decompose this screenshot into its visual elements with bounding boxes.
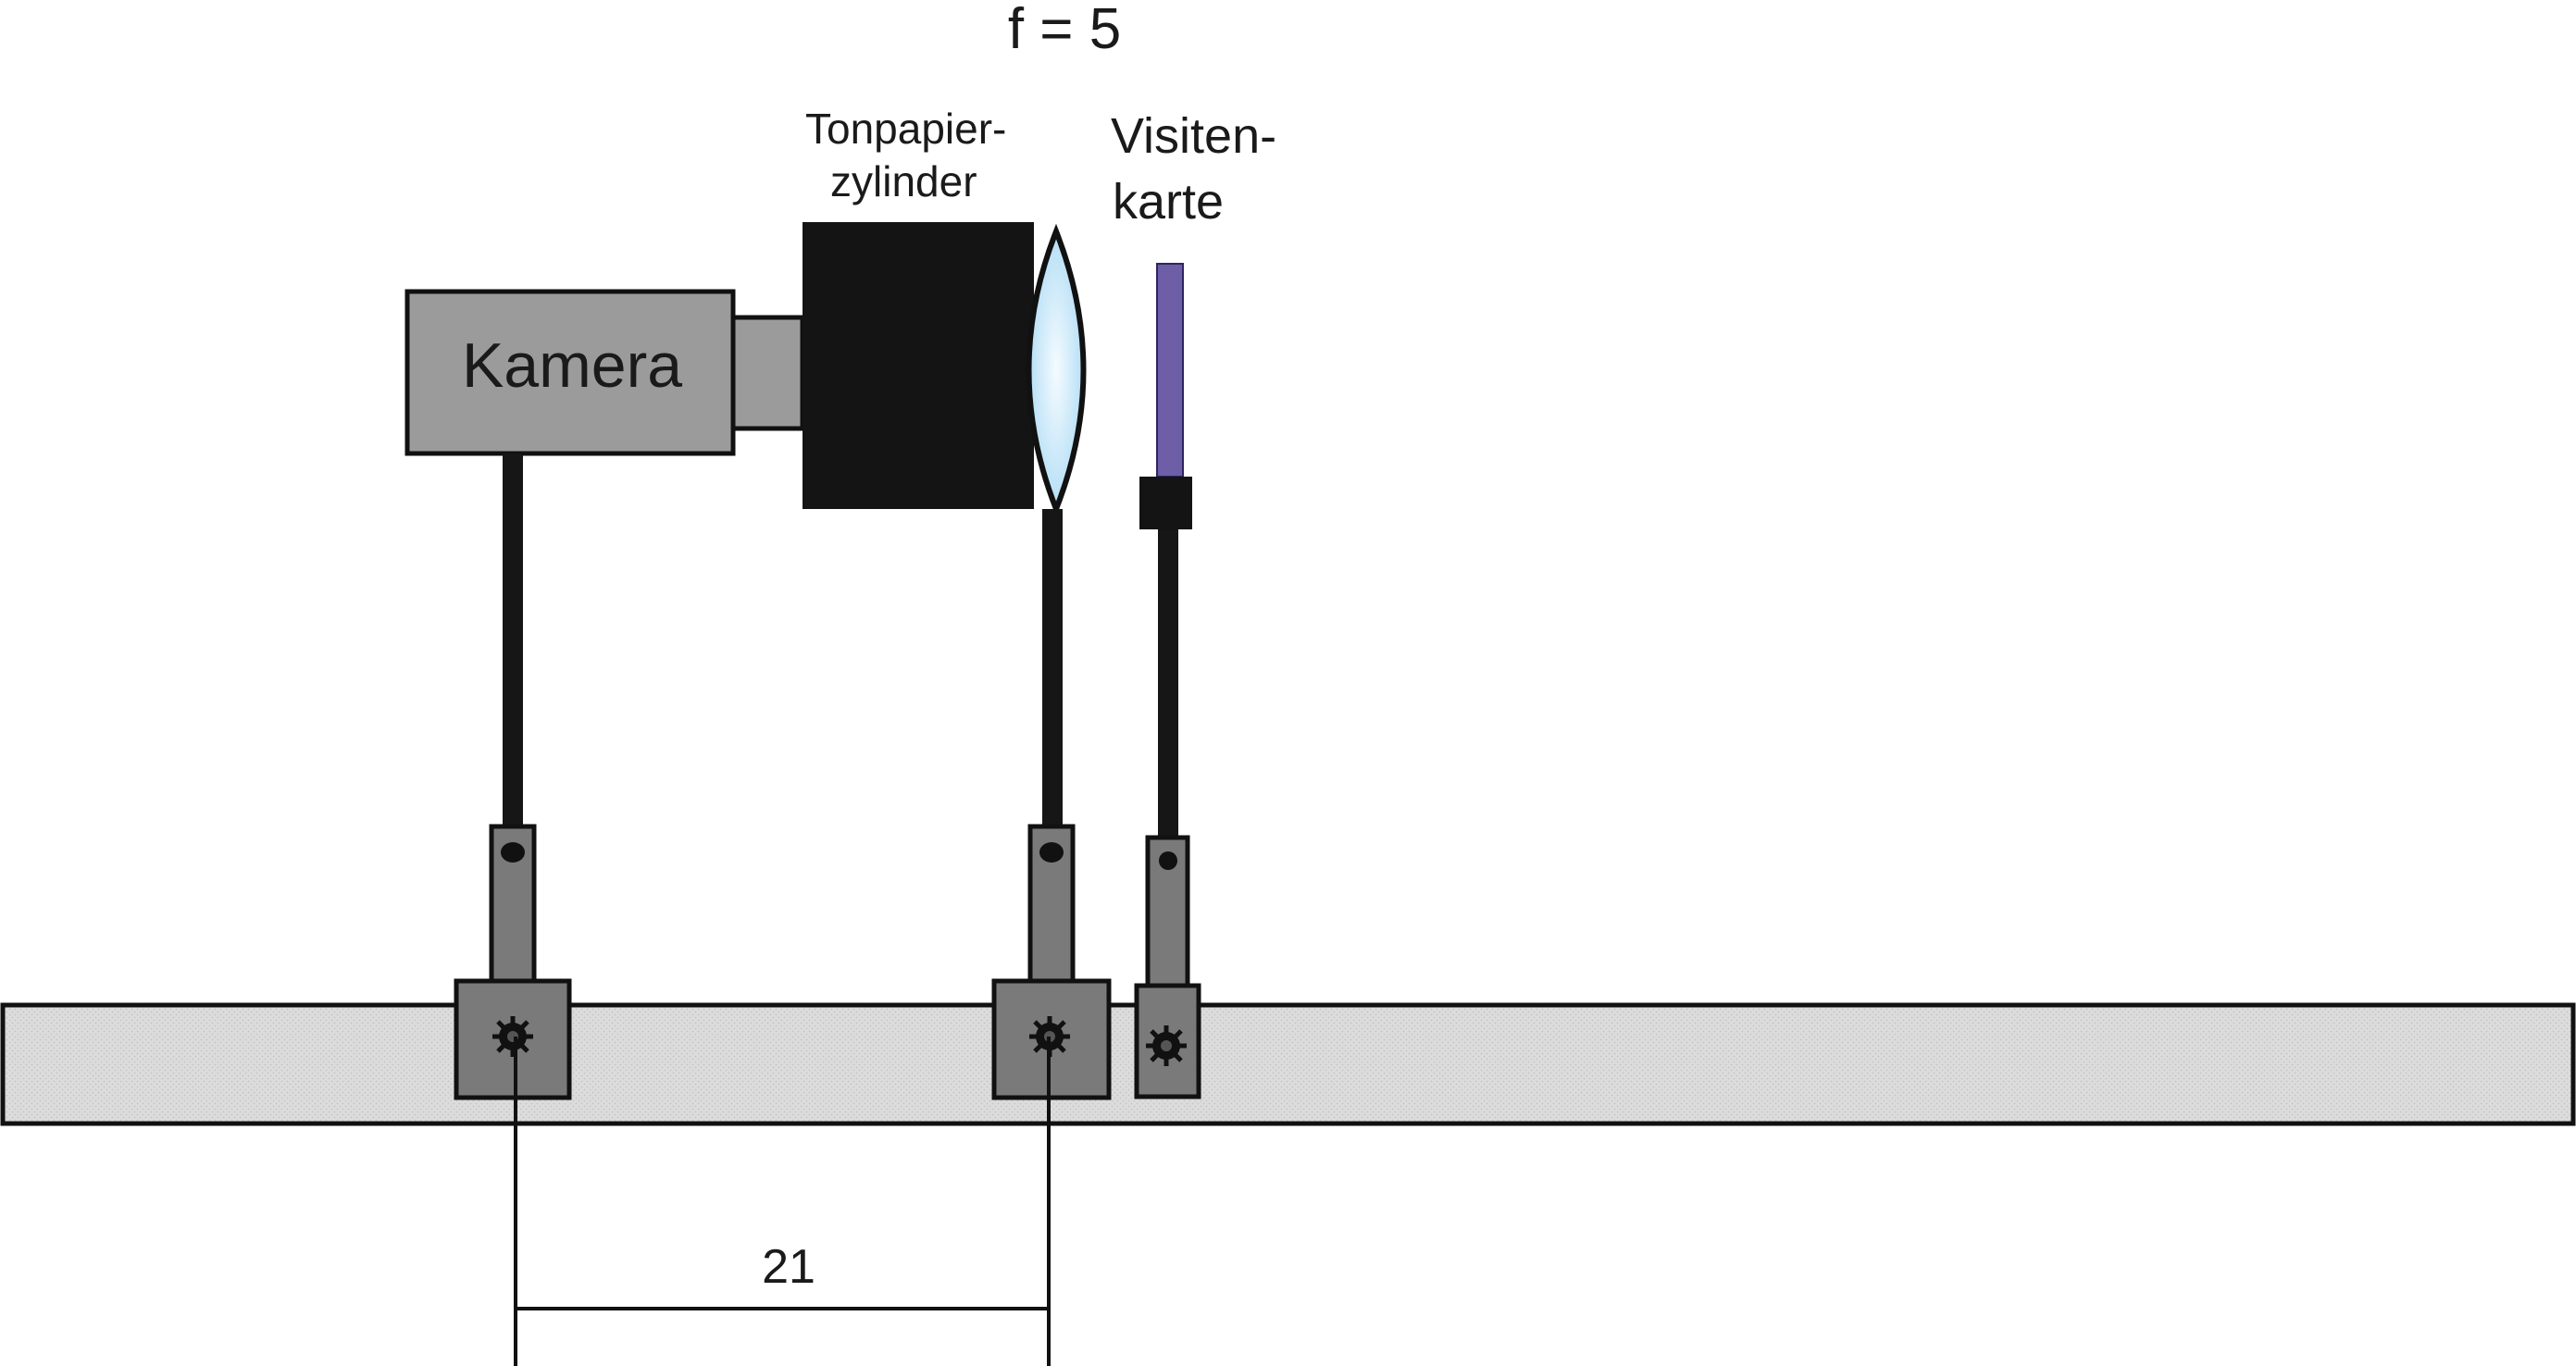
card-label-line1: Visiten- xyxy=(1111,108,1276,164)
distance-marker: 21 xyxy=(514,1037,1051,1366)
camera-assembly: Kamera xyxy=(404,289,805,1100)
lens-clamp-bolt xyxy=(1039,842,1064,863)
lens-rod xyxy=(1042,509,1063,831)
camera-rod xyxy=(503,453,523,831)
convex-lens-icon xyxy=(1026,223,1087,517)
card-rod xyxy=(1158,529,1178,842)
cylinder-label-line2: zylinder xyxy=(830,157,977,205)
business-card-assembly: Visiten- karte xyxy=(1111,108,1276,1099)
camera-label: Kamera xyxy=(462,330,682,401)
paper-cylinder xyxy=(803,222,1034,509)
camera-body xyxy=(404,289,736,456)
card-holder-block xyxy=(1139,477,1192,529)
camera-clamp-bolt xyxy=(501,842,525,863)
camera-lens-tube xyxy=(730,315,805,431)
lens-assembly xyxy=(991,223,1112,1100)
card-label-line2: karte xyxy=(1113,174,1224,230)
business-card xyxy=(1156,263,1184,478)
card-rider-screw-icon[interactable] xyxy=(1146,1025,1187,1066)
camera-rider-screw-icon[interactable] xyxy=(492,1016,533,1057)
cylinder-label-line1: Tonpapier- xyxy=(805,105,1006,153)
card-clamp-bolt xyxy=(1159,851,1177,870)
focal-length-label: f = 5 xyxy=(1008,0,1121,61)
distance-label: 21 xyxy=(762,1240,815,1294)
optical-rail xyxy=(0,1002,2576,1126)
